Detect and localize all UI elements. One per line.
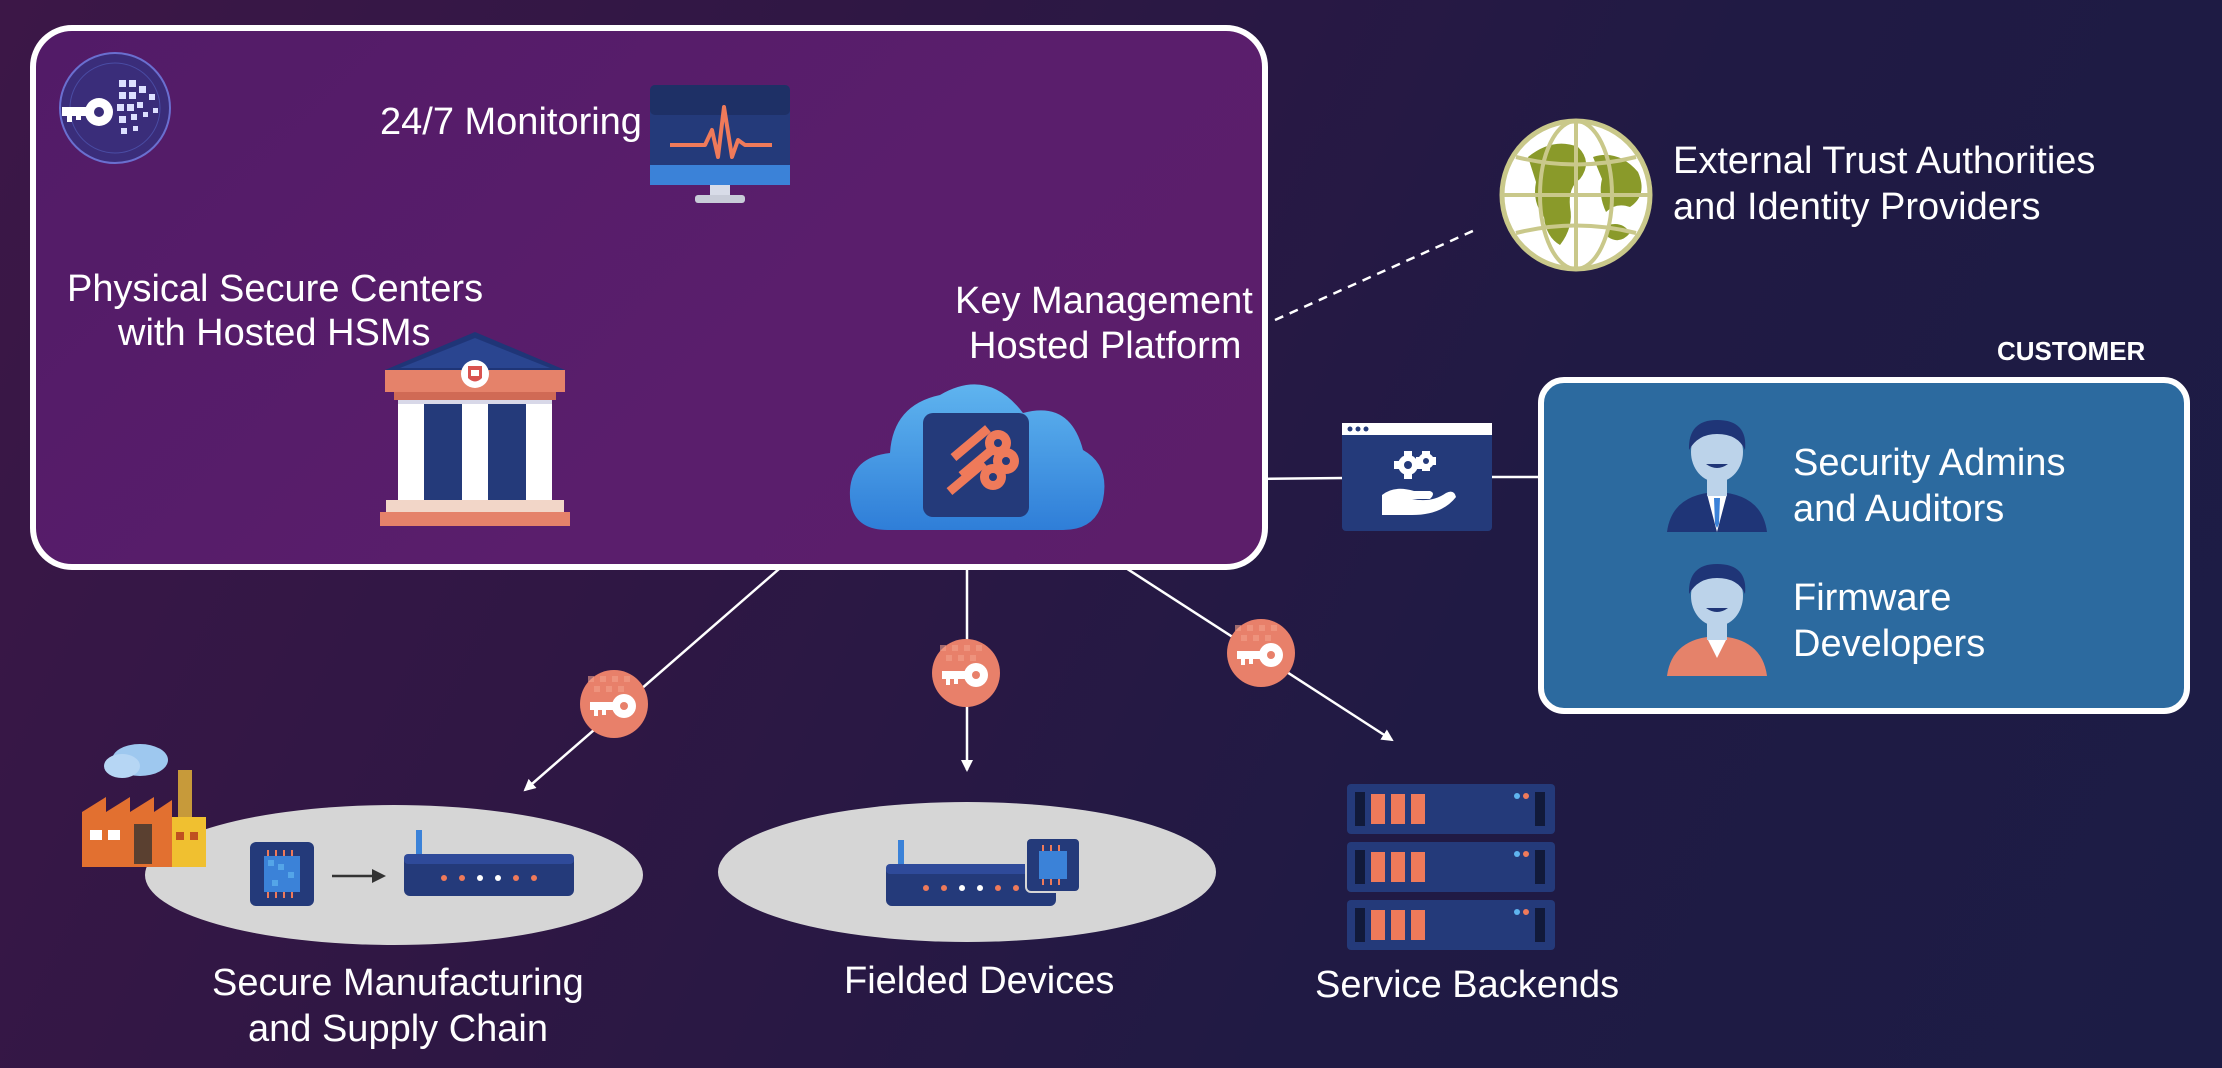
globe-icon xyxy=(1499,118,1653,272)
manufacturing-label-line1: Secure Manufacturing xyxy=(212,962,584,1004)
key-badge-icon xyxy=(932,639,1000,707)
bank-building-icon xyxy=(380,332,570,526)
kms-label-line2: Hosted Platform xyxy=(969,325,1242,367)
dashed-link-trust xyxy=(1274,228,1476,322)
customer-box xyxy=(1538,377,2190,714)
cloud-key-icon xyxy=(849,384,1105,530)
secure-centers-label-line2: with Hosted HSMs xyxy=(118,312,431,354)
key-badge-icon xyxy=(580,670,648,738)
developer-avatar-icon xyxy=(1667,564,1767,676)
chip-icon xyxy=(1025,837,1081,893)
chip-icon xyxy=(250,842,314,906)
external-trust-label-line1: External Trust Authorities xyxy=(1673,140,2096,182)
firmware-developers-label-line1: Firmware xyxy=(1793,577,1952,619)
arrow-right-icon xyxy=(332,869,386,883)
security-admins-label-line1: Security Admins xyxy=(1793,442,2066,484)
fielded-devices-label: Fielded Devices xyxy=(844,960,1115,1002)
link-to-manufacturing xyxy=(523,541,811,792)
monitoring-label: 24/7 Monitoring xyxy=(380,101,642,143)
external-trust-label-line2: and Identity Providers xyxy=(1673,186,2041,228)
admin-avatar-icon xyxy=(1667,420,1767,532)
firmware-developers-label-line2: Developers xyxy=(1793,623,1986,665)
factory-icon xyxy=(82,744,206,867)
manufacturing-label-line2: and Supply Chain xyxy=(248,1008,548,1050)
security-admins-label-line2: and Auditors xyxy=(1793,488,2005,530)
router-device-icon xyxy=(404,830,574,896)
service-backends-label: Service Backends xyxy=(1315,964,1620,1006)
router-device-icon xyxy=(886,840,1056,906)
server-rack-icon xyxy=(1347,784,1555,950)
key-badge-icon xyxy=(1227,619,1295,687)
kms-label-line1: Key Management xyxy=(955,280,1253,322)
portal-gears-icon xyxy=(1342,423,1492,531)
secure-centers-label-line1: Physical Secure Centers xyxy=(67,268,484,310)
company-logo xyxy=(59,52,171,164)
monitor-icon xyxy=(650,85,790,203)
customer-heading: CUSTOMER xyxy=(1997,336,2146,366)
